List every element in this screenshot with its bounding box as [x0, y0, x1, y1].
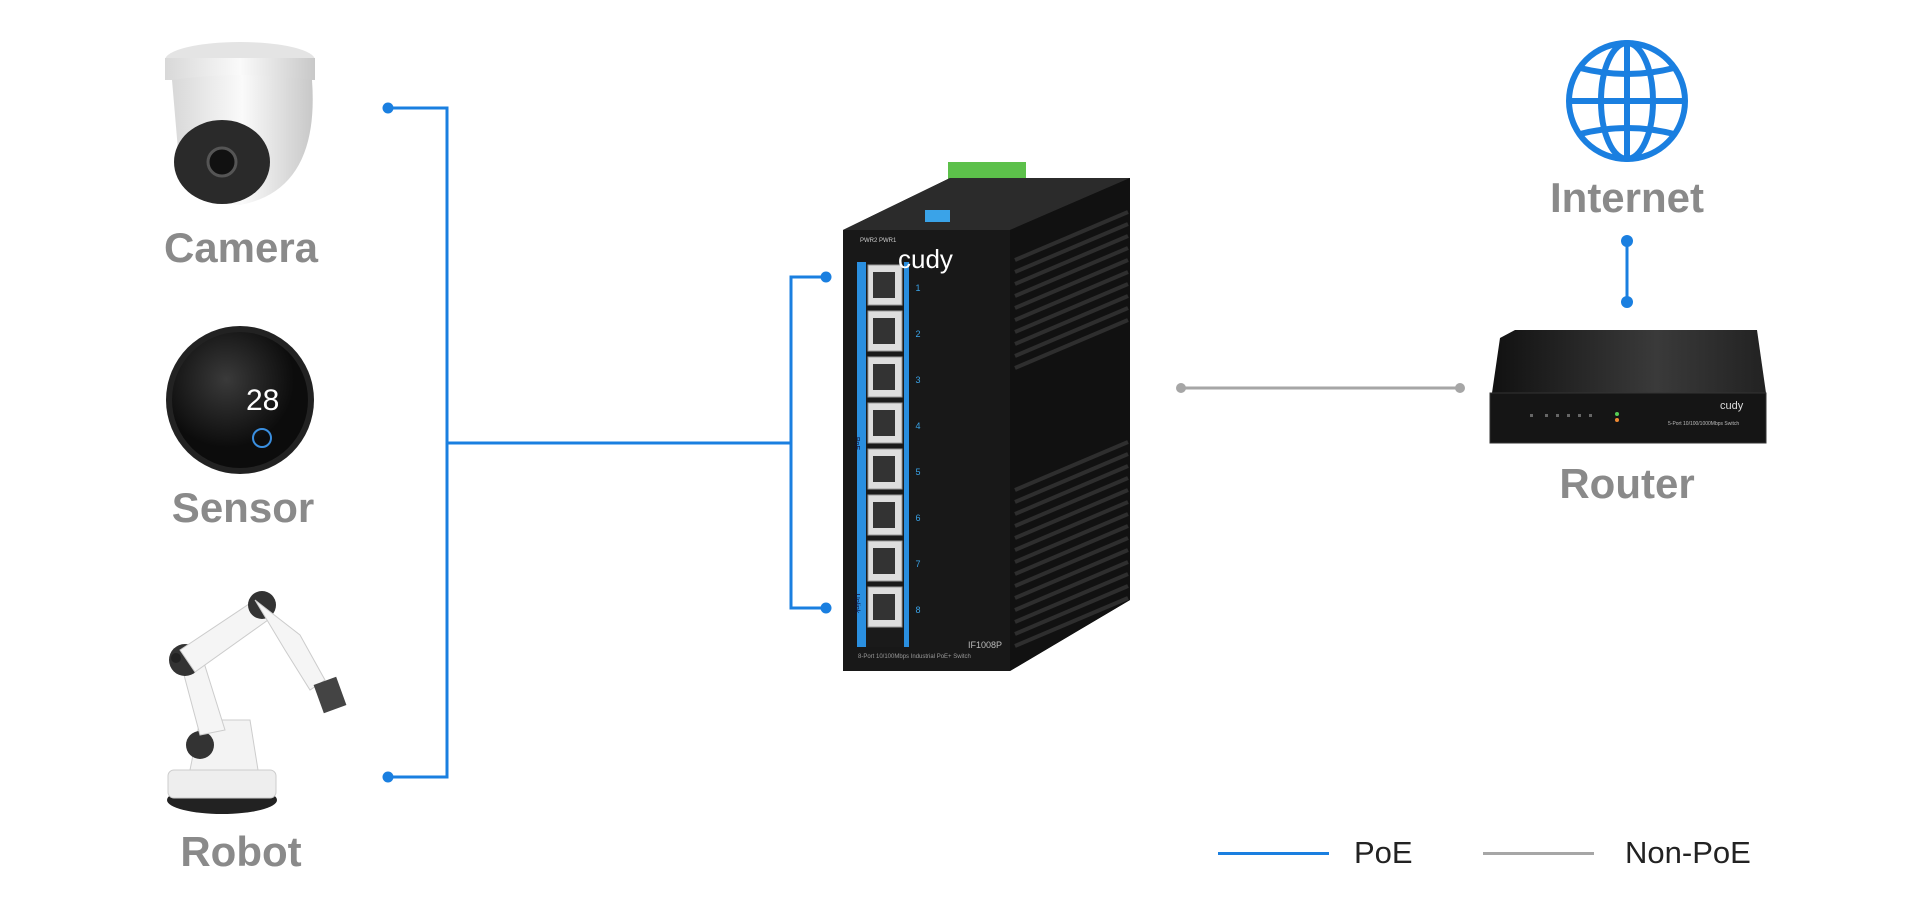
sensor-display: 28 [246, 384, 280, 417]
poe-line-switch [789, 275, 826, 610]
router-label: Router [1559, 460, 1695, 507]
router-brand-logo: cudy [1720, 400, 1744, 412]
switch-brand-logo: cudy [898, 244, 953, 274]
legend-non-poe-label: Non-PoE [1625, 835, 1751, 870]
switch-description: 8-Port 10/100Mbps Industrial PoE+ Switch [858, 654, 971, 660]
internet-label: Internet [1549, 174, 1705, 221]
camera-label: Camera [163, 224, 319, 271]
router-description: 5-Port 10/100/1000Mbps Switch [1668, 421, 1740, 427]
robot-label: Robot [180, 828, 302, 875]
poe-lines [388, 106, 1629, 779]
power-led-labels: PWR2 PWR1 [860, 238, 897, 244]
sensor-label: Sensor [171, 484, 315, 531]
legend-poe-label: PoE [1354, 835, 1413, 870]
switch-model: IF1008P [968, 640, 1003, 650]
legend-poe-swatch [1218, 852, 1329, 855]
legend-non-poe-swatch [1483, 852, 1594, 855]
